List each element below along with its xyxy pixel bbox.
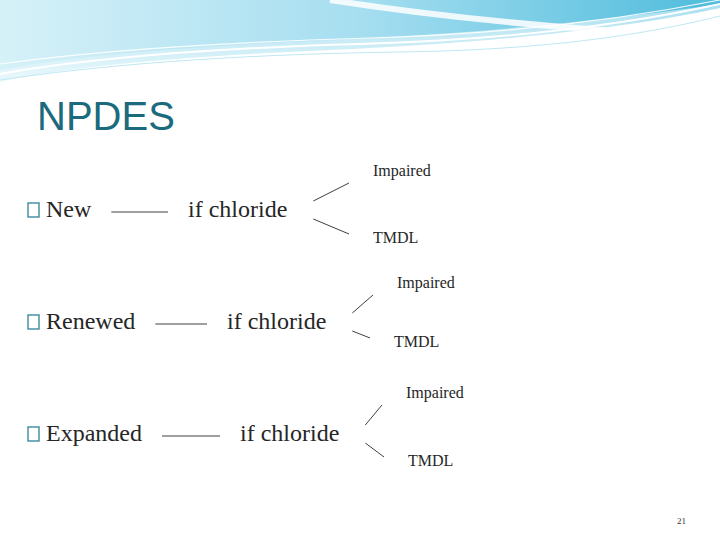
term-text: TMDL [373,229,418,247]
term-text: Expanded [46,420,142,448]
term-text: Impaired [397,274,455,292]
branch-term: Impaired [386,384,484,402]
term-text: if chloride [188,196,287,224]
connector-line [313,183,349,201]
bullet-mark [28,315,39,329]
term-text: if chloride [227,308,326,336]
page-number: 21 [677,516,686,526]
flow-term: if chloride [220,420,359,448]
connector-line [352,295,373,313]
connector-line [313,219,349,234]
term-text: TMDL [408,452,453,470]
connector-line [365,405,382,425]
connector-line [352,331,370,338]
flow-term: Renewed [26,308,155,336]
branch-term: TMDL [388,452,473,470]
term-text: New [46,196,91,224]
connector-line [365,443,384,457]
connector-line [162,436,220,437]
term-text: if chloride [240,420,339,448]
branch-term: TMDL [374,333,459,351]
branch-term: Impaired [353,162,451,180]
slide-title: NPDES [37,92,175,140]
term-text: Impaired [406,384,464,402]
flow-term: if chloride [207,308,346,336]
term-text: Impaired [373,162,431,180]
term-text: TMDL [394,333,439,351]
flow-term: New [26,196,111,224]
connector-line [111,212,168,213]
flow-term: if chloride [168,196,307,224]
bullet-mark [28,427,39,441]
connector-line [155,324,207,325]
bullet-mark [28,203,39,217]
term-text: Renewed [46,308,135,336]
branch-term: TMDL [353,229,438,247]
branch-term: Impaired [377,274,475,292]
flow-term: Expanded [26,420,162,448]
